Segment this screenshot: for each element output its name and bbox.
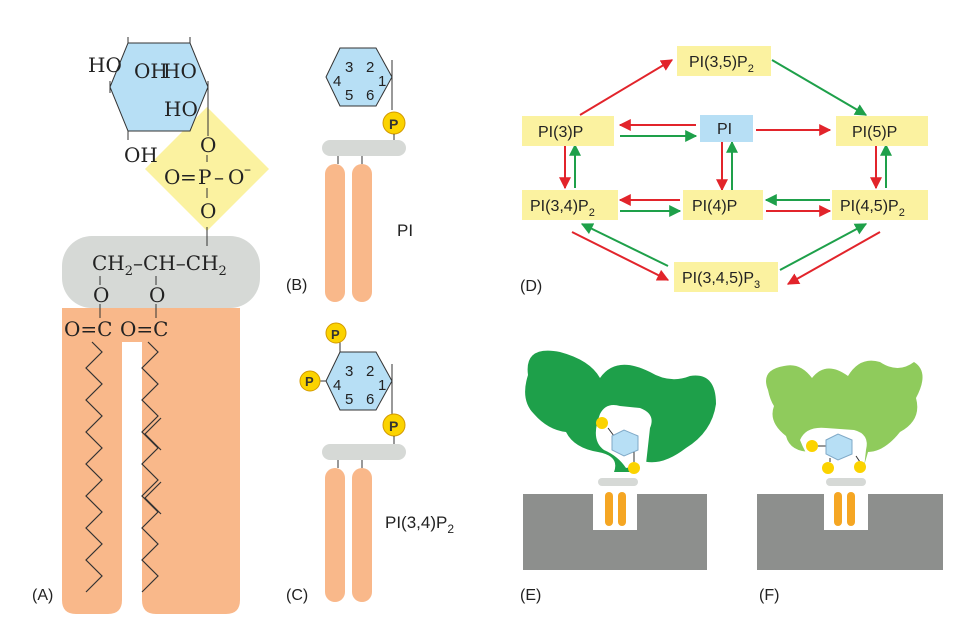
- glycerol-e: [598, 478, 638, 486]
- phosphate-p: P: [198, 165, 211, 189]
- phosphate-badge-c-3: [325, 322, 347, 344]
- panel-a-structure: HO OH HO HO OH O O = P – O – O CH2–CH–CH…: [62, 37, 269, 614]
- carbonyl-left: O=C: [64, 317, 112, 341]
- phosphate-dash: –: [214, 165, 224, 189]
- phosphate-dot-e-2: [628, 462, 640, 474]
- panel-b-pi: 3 2 4 1 5 6 P PI: [322, 47, 413, 302]
- glycerol-bar-b: [322, 140, 406, 156]
- phosphate-o-right: O: [228, 165, 244, 189]
- lipid-tail-f-1: [834, 492, 842, 526]
- svg-text:PI(3)P: PI(3)P: [538, 124, 583, 141]
- node-pi34p2: PI(3,4)P2: [522, 190, 618, 220]
- panel-d-interconversion: PI(3,5)P2 PI(3)P PI PI(5)P PI(3,4)P2 PI(…: [522, 46, 928, 292]
- panel-label-f: (F): [759, 587, 779, 604]
- phosphate-dot-e-1: [596, 417, 608, 429]
- node-pi5p: PI(5)P: [836, 116, 928, 146]
- svg-text:PI(5)P: PI(5)P: [852, 124, 897, 141]
- phosphate-o-left: O: [164, 165, 180, 189]
- phosphate-o-top: O: [200, 133, 216, 157]
- phosphate-dot-f-3: [854, 461, 866, 473]
- fatty-acid-region: [62, 305, 240, 614]
- inositol-ring-b: [325, 47, 393, 107]
- svg-text:P: P: [331, 327, 340, 342]
- fatty-acid-tail-c-2: [352, 468, 372, 602]
- svg-text:4: 4: [333, 377, 341, 394]
- panel-label-c: (C): [286, 587, 308, 604]
- phosphate-dot-f-1: [806, 440, 818, 452]
- panel-label-b: (B): [286, 277, 307, 294]
- svg-text:PI(4)P: PI(4)P: [692, 198, 737, 215]
- ring-number-1: 1: [378, 73, 386, 90]
- unsaturated-chain: [141, 341, 159, 593]
- phosphate-o-bottom: O: [200, 199, 216, 223]
- ring-label-ho-3: HO: [164, 97, 198, 121]
- ring-label-ho-2: HO: [163, 59, 197, 83]
- carbonyl-right: O=C: [120, 317, 168, 341]
- ester-o-right: O: [149, 283, 165, 307]
- svg-text:2: 2: [366, 363, 374, 380]
- svg-text:3: 3: [345, 363, 353, 380]
- arrow-pi345p3-to-pi45p2: [779, 223, 868, 271]
- svg-text:P: P: [389, 418, 398, 434]
- inositol-f: [825, 433, 853, 461]
- panel-f-protein-binding: [757, 360, 943, 570]
- svg-text:6: 6: [366, 391, 374, 408]
- ring-label-ho-1: HO: [88, 53, 122, 77]
- glycerol-f: [826, 478, 866, 486]
- node-pi45p2: PI(4,5)P2: [832, 190, 928, 220]
- ester-o-left: O: [93, 283, 109, 307]
- inositol-e: [611, 429, 639, 457]
- lipid-tail-e-2: [618, 492, 626, 526]
- node-pi4p: PI(4)P: [683, 190, 763, 220]
- ring-label-oh-2: OH: [124, 143, 158, 167]
- molecule-label-pi: PI: [397, 221, 413, 240]
- phosphate-region: [145, 107, 269, 231]
- arrow-pi34p2-to-pi345p3: [571, 231, 670, 281]
- svg-text:PI(3,5)P2: PI(3,5)P2: [689, 54, 754, 75]
- ring-number-3: 3: [345, 59, 353, 76]
- ring-number-5: 5: [345, 87, 353, 104]
- lipid-tail-e-1: [605, 492, 613, 526]
- fatty-acid-tail-b-1: [325, 164, 345, 302]
- node-pi35p2: PI(3,5)P2: [677, 46, 771, 76]
- arrow-pi45p2-to-pi345p3: [786, 231, 881, 285]
- ring-number-4: 4: [333, 73, 341, 90]
- svg-text:PI: PI: [717, 121, 732, 138]
- arrow-pi3p-to-pi35p2: [579, 59, 674, 116]
- arrow-pi35p2-to-pi5p: [771, 59, 868, 116]
- node-pi345p3: PI(3,4,5)P3: [674, 262, 778, 292]
- ring-label-oh-1: OH: [134, 59, 168, 83]
- glycerol-region: [62, 236, 260, 308]
- panel-label-d: (D): [520, 278, 542, 295]
- svg-text:P: P: [389, 116, 398, 132]
- saturated-chain: [85, 341, 103, 593]
- ring-number-6: 6: [366, 87, 374, 104]
- node-pi3p: PI(3)P: [522, 116, 614, 146]
- phosphate-dot-f-2: [822, 462, 834, 474]
- panel-c-pi34p2: P P 3 2 4 1 5 6 P PI(3,4)P2: [299, 322, 454, 602]
- molecule-label-pi34p2: PI(3,4)P2: [385, 513, 454, 536]
- glycerol-formula: CH2–CH–CH2: [92, 251, 227, 279]
- svg-text:5: 5: [345, 391, 353, 408]
- svg-text:P: P: [305, 374, 314, 389]
- panel-e-protein-binding: [523, 350, 716, 570]
- svg-text:PI(4,5)P2: PI(4,5)P2: [840, 198, 905, 219]
- svg-text:PI(3,4)P2: PI(3,4)P2: [530, 198, 595, 219]
- glycerol-bar-c: [322, 444, 406, 460]
- ring-number-2: 2: [366, 59, 374, 76]
- fatty-acid-tail-b-2: [352, 164, 372, 302]
- node-pi: PI: [700, 115, 753, 142]
- svg-text:1: 1: [378, 377, 386, 394]
- phosphate-minus: –: [244, 162, 251, 178]
- lipid-tail-f-2: [847, 492, 855, 526]
- phosphate-badge-c-4: [299, 370, 321, 392]
- panel-label-e: (E): [520, 587, 541, 604]
- panel-label-a: (A): [32, 587, 53, 604]
- arrow-pi345p3-to-pi34p2: [580, 223, 669, 267]
- fatty-acid-tail-c-1: [325, 468, 345, 602]
- svg-text:PI(3,4,5)P3: PI(3,4,5)P3: [682, 270, 760, 291]
- phosphate-eq: =: [180, 165, 197, 189]
